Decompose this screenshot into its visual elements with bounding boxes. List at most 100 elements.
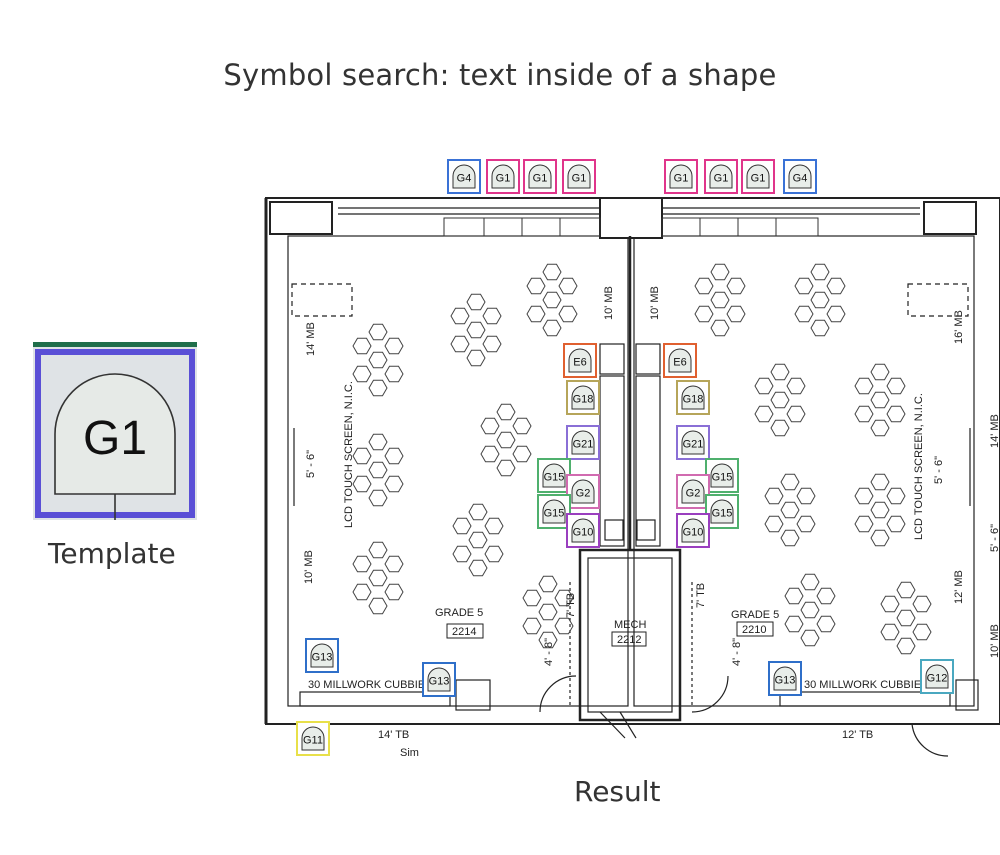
match-label: G1 [572, 173, 587, 185]
desk-shape [554, 589, 574, 607]
desk-shape [484, 517, 504, 535]
desk-cluster [450, 293, 502, 367]
desk-shape [558, 305, 578, 323]
desk-shape [870, 529, 890, 547]
match-dome [452, 164, 476, 189]
desk-shape [368, 489, 388, 507]
desk-shape [800, 629, 820, 647]
match-symbol-g21: G21 [676, 425, 710, 460]
desk-shape [542, 291, 562, 309]
desk-shape [870, 501, 890, 519]
match-dome [571, 479, 595, 504]
desk-shape [896, 581, 916, 599]
desk-shape [780, 473, 800, 491]
desk-cluster [694, 263, 746, 337]
desk-cluster [352, 541, 404, 615]
label-left-grade: GRADE 5 [435, 607, 483, 619]
template-symbol: G1 [33, 342, 197, 520]
label-right-48: 4' - 8" [731, 638, 743, 666]
match-symbol-e6: E6 [663, 343, 697, 378]
label-left-cubbies: 30 MILLWORK CUBBIES [308, 679, 433, 691]
template-symbol-text: G1 [83, 412, 147, 465]
desk-shape [526, 305, 546, 323]
desk-cluster [854, 473, 906, 547]
desk-clusters [352, 263, 932, 655]
desk-shape [726, 305, 746, 323]
desk-cluster [352, 433, 404, 507]
desk-shape [368, 597, 388, 615]
desk-shape [886, 487, 906, 505]
match-label: G10 [683, 527, 704, 539]
match-label: G15 [712, 472, 733, 484]
label-12tb: 12' TB [842, 729, 873, 741]
desk-shape [880, 595, 900, 613]
match-symbol-e6: E6 [563, 343, 597, 378]
match-dome [491, 164, 515, 189]
label-right-grade: GRADE 5 [731, 609, 779, 621]
desk-shape [542, 319, 562, 337]
desk-shape [466, 321, 486, 339]
desk-shape [912, 623, 932, 641]
label-14tb: 14' TB [378, 729, 409, 741]
page-title: Symbol search: text inside of a shape [223, 58, 777, 92]
match-label: G13 [429, 676, 450, 688]
match-symbol-g15: G15 [537, 494, 571, 529]
match-symbol-g10: G10 [566, 513, 600, 548]
desk-shape [794, 277, 814, 295]
match-label: G21 [573, 439, 594, 451]
match-label: G2 [686, 488, 701, 500]
desk-shape [770, 391, 790, 409]
match-symbol-g13: G13 [422, 662, 456, 697]
desk-shape [794, 305, 814, 323]
template-accent-bar [33, 342, 197, 347]
match-label: G4 [457, 173, 472, 185]
desk-shape [800, 573, 820, 591]
desk-shape [512, 417, 532, 435]
match-dome [310, 643, 334, 668]
match-label: G21 [683, 439, 704, 451]
label-right-dim-edge: 5' - 6" [989, 524, 1000, 552]
desk-shape [886, 377, 906, 395]
match-symbol-g1: G1 [741, 159, 775, 194]
desk-cluster [526, 263, 578, 337]
desk-shape [466, 349, 486, 367]
desk-cluster [754, 363, 806, 437]
label-sim: Sim [400, 747, 419, 759]
desk-shape [466, 293, 486, 311]
match-dome [681, 518, 705, 543]
desk-shape [450, 307, 470, 325]
label-right-cubbies: 30 MILLWORK CUBBIES [804, 679, 929, 691]
match-label: G1 [714, 173, 729, 185]
match-dome [681, 385, 705, 410]
desk-shape [368, 351, 388, 369]
match-dome [925, 664, 949, 689]
result-caption: Result [574, 775, 661, 808]
desk-shape [764, 487, 784, 505]
desk-shape [368, 569, 388, 587]
desk-shape [522, 589, 542, 607]
desk-cluster [764, 473, 816, 547]
label-left-14mb: 14' MB [305, 322, 317, 356]
match-symbol-g1: G1 [562, 159, 596, 194]
desk-shape [886, 405, 906, 423]
match-label: G12 [927, 673, 948, 685]
label-right-16mb: 16' MB [953, 310, 965, 344]
match-dome [709, 164, 733, 189]
desk-shape [352, 555, 372, 573]
desk-shape [710, 263, 730, 281]
desk-shape [796, 515, 816, 533]
desk-shape [896, 637, 916, 655]
label-left-48: 4' - 8" [543, 638, 555, 666]
match-symbol-g21: G21 [566, 425, 600, 460]
desk-shape [870, 473, 890, 491]
match-dome [301, 726, 325, 751]
desk-shape [854, 515, 874, 533]
desk-cluster [784, 573, 836, 647]
desk-shape [554, 617, 574, 635]
match-label: E6 [673, 357, 686, 369]
desk-shape [826, 277, 846, 295]
label-left-dim: 5' - 6" [305, 450, 317, 478]
desk-shape [896, 609, 916, 627]
match-symbol-g11: G11 [296, 721, 330, 756]
desk-shape [384, 337, 404, 355]
